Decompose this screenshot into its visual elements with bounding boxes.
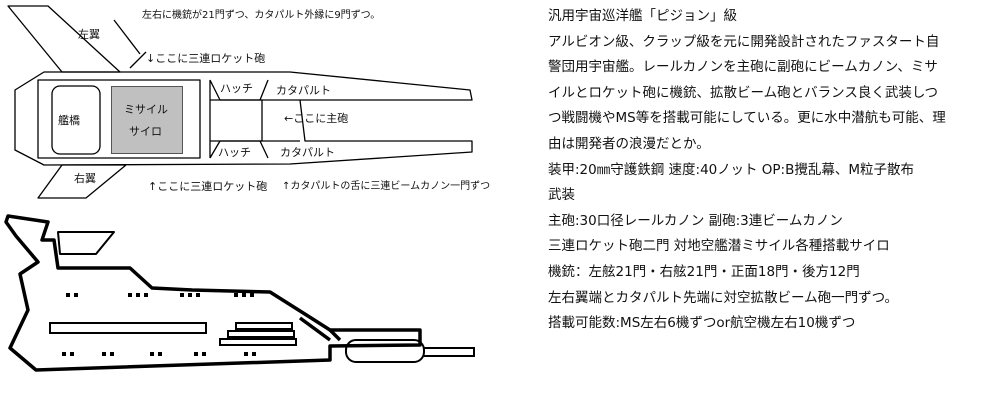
label-rocket-top: ↓ここに三連ロケット砲 [146,52,266,65]
label-catapult-top: カタパルト [276,84,331,97]
label-hatch-bottom: ハッチ [218,146,251,159]
side-hull-outline [4,214,422,372]
note-top: 左右に機銃が21門ずつ、カタパルト外縁に9門ずつ。 [142,10,381,21]
description-line: イルとロケット砲に機銃、拡散ビーム砲とバランス良く武装しつ [548,84,939,101]
description-line: 三連ロケット砲二門 対地空艦潜ミサイル各種搭載サイロ [548,238,890,255]
hull-outline [14,71,473,166]
description-line: 武装 [548,187,575,204]
left-wing [7,5,121,73]
bridge-box [51,85,101,155]
label-catapult-note: ↑カタパルトの舌に三連ビームカノン一門ずつ [282,181,491,192]
label-right-wing: 右翼 [74,172,96,185]
inner-hull [37,79,201,159]
label-catapult-bottom: カタパルト [280,146,335,159]
description-line: 主砲:30口径レールカノン 副砲:3連ビームカノン [548,212,843,229]
description-title: 汎用宇宙巡洋艦「ピジョン」級 [548,8,737,24]
description-line: つ戦闘機やMS等を搭載可能にしている。更に水中潜航も可能、理 [548,110,946,127]
side-tower [57,231,115,255]
description-line: アルビオン級、クラップ級を元に開発設計されたファスタート自 [548,33,940,50]
label-rocket-bottom: ↑ここに三連ロケット砲 [148,180,268,193]
description-line: 警団用宇宙艦。レールカノンを主砲に副砲にビームカノン、ミサ [548,59,938,76]
label-silo-line2: サイロ [129,125,162,138]
description-line: 装甲:20㎜守護鉄鋼 速度:40ノット OP:B攪乱幕、M粒子散布 [548,161,914,178]
label-left-wing: 左翼 [78,28,100,41]
description-line: 左右翼端とカタパルト先端に対空拡散ビーム砲一門ずつ。 [548,289,899,306]
catapult-cylinder [345,339,425,363]
label-hatch-top: ハッチ [220,82,253,95]
label-bridge: 艦橋 [58,114,80,127]
missile-silo [111,86,183,154]
description: 汎用宇宙巡洋艦「ピジョン」級 アルビオン級、クラップ級を元に開発設計されたファス… [548,4,994,337]
label-main-gun: ←ここに主砲 [284,112,349,125]
label-silo-line1: ミサイル [124,103,168,116]
description-line: 機銃：左舷21門・右舷21門・正面18門・後方12門 [548,263,860,280]
description-line: 由は開発者の浪漫だとか。 [548,135,710,152]
description-line: 搭載可能数:MS左右6機ずつor航空機左右10機ずつ [548,315,856,332]
